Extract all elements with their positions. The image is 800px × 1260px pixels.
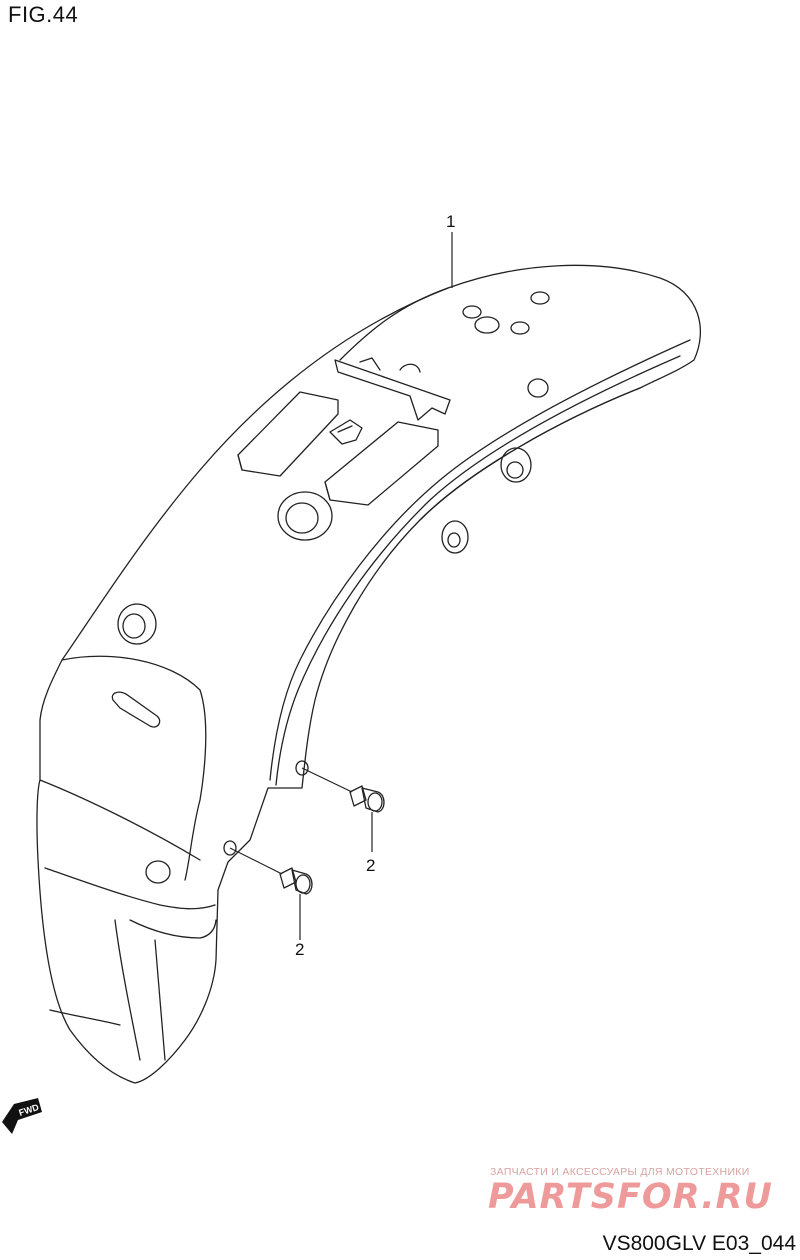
watermark-tagline: ЗАПЧАСТИ И АКСЕССУАРЫ ДЛЯ МОТОТЕХНИКИ xyxy=(490,1166,750,1178)
bolt-lower[interactable] xyxy=(229,847,313,895)
diagram-code: VS800GLV E03_044 xyxy=(602,1232,796,1255)
figure-title: FIG.44 xyxy=(8,2,79,27)
callout-part-2-lower: 2 xyxy=(295,940,305,959)
callout-part-2-upper: 2 xyxy=(366,856,376,875)
watermark-logo: PARTSFOR.RU xyxy=(488,1177,773,1217)
fwd-arrow-icon: FWD xyxy=(2,1098,42,1134)
callout-part-1: 1 xyxy=(446,212,456,231)
rear-fender[interactable] xyxy=(36,264,701,1084)
bolt-upper[interactable] xyxy=(301,767,385,813)
